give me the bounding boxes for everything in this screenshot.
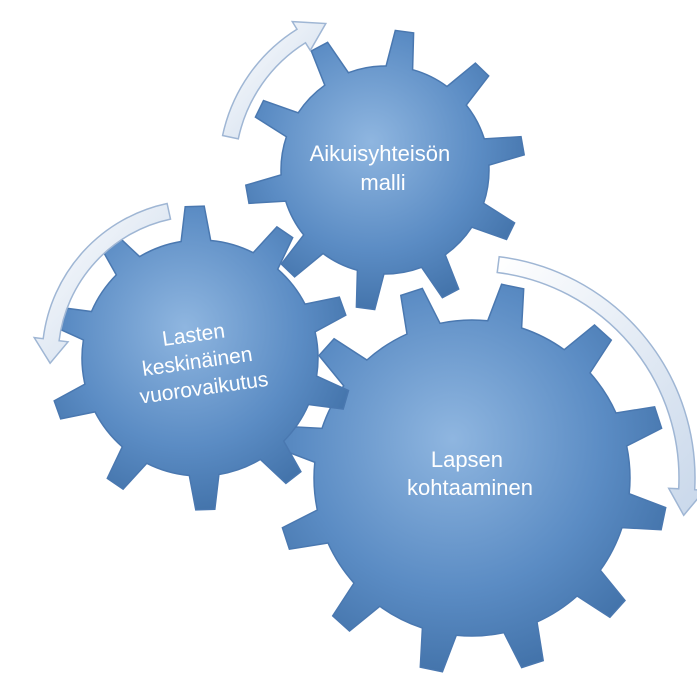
gear-top-label-line-2: malli [360,170,405,195]
curved-arrow-left-gear [32,202,172,365]
curved-arrow-bottom-gear [496,255,697,517]
gear-lasten-vuorovaikutus: Lasten keskinäinen vuorovaikutus [50,205,350,511]
gear-top-label-line-1: Aikuisyhteisön [310,141,451,166]
gear-bottom-label-line-2: kohtaaminen [407,475,533,500]
gear-aikuisyhteison-malli: Aikuisyhteisön malli [244,29,526,311]
gear-bottom-label: Lapsen kohtaaminen [407,447,533,500]
curved-arrow-top-gear [221,20,328,140]
gear-bottom-label-line-1: Lapsen [431,447,503,472]
gear-top-label: Aikuisyhteisön malli [310,141,457,195]
gear-lapsen-kohtaaminen: Lapsen kohtaaminen [277,283,667,673]
gear-left-shape [50,205,350,511]
gear-bottom-shape [277,283,667,673]
gear-top-shape [244,29,526,311]
